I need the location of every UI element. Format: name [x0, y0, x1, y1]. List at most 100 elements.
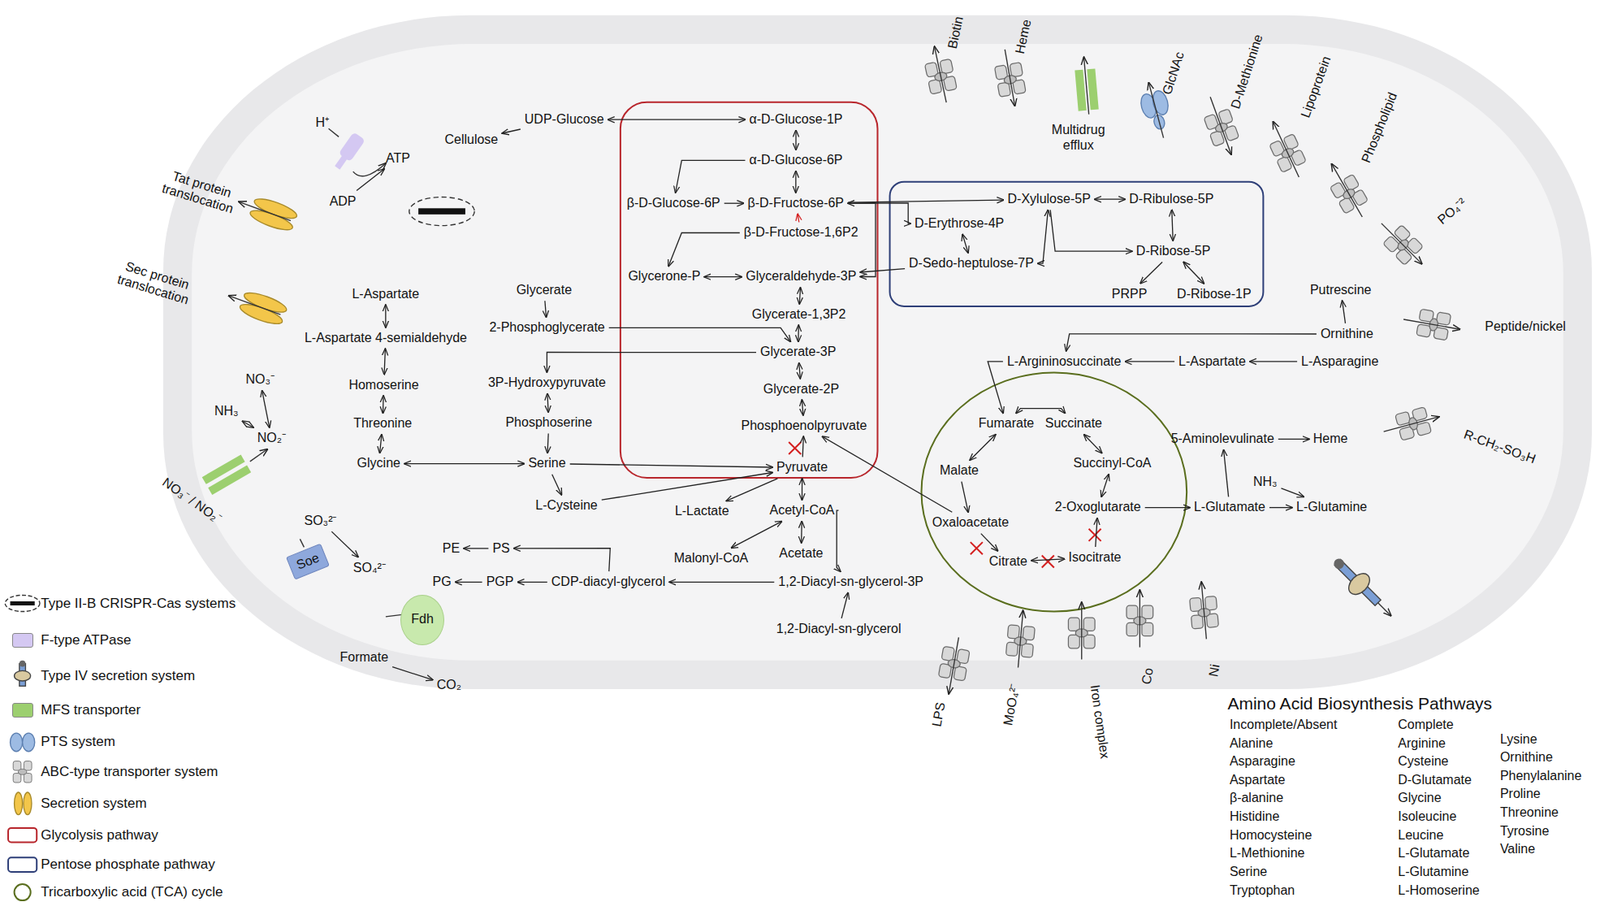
- metabolite-node: Glycerate-1,3P2: [750, 306, 848, 323]
- node-text: Fumarate: [978, 415, 1034, 430]
- node-text: L-Argininosuccinate: [1007, 354, 1122, 368]
- metabolite-node: L-Glutamine: [1294, 498, 1369, 515]
- table-cell: Incomplete/Absent: [1229, 717, 1338, 732]
- table-text: Amino Acid Biosynthesis Pathways: [1227, 693, 1492, 713]
- metabolite-node: Formate: [338, 648, 391, 666]
- metabolite-node: α-D-Glucose-1P: [747, 111, 844, 128]
- node-text: Glycerate-1,3P2: [752, 307, 847, 321]
- metabolite-node: 1,2-Diacyl-sn-glycerol-3P: [776, 573, 926, 590]
- metabolite-node: Succinyl-CoA: [1071, 454, 1153, 472]
- reaction-arrow: [822, 436, 953, 512]
- node-text: PE: [442, 540, 460, 555]
- table-text: Aspartate: [1229, 772, 1285, 787]
- table-cell: Cysteine: [1397, 753, 1449, 769]
- legend-entry: Glycolysis pathway: [40, 826, 159, 844]
- node-text: β-D-Glucose-6P: [627, 195, 721, 210]
- legend-text: Glycolysis pathway: [40, 826, 159, 843]
- node-text: Acetate: [778, 545, 823, 560]
- node-text: L-Glutamine: [1296, 499, 1367, 514]
- table-text: L-Glutamine: [1397, 864, 1469, 878]
- table-text: Leucine: [1397, 827, 1444, 842]
- metabolite-node: L-Lactate: [673, 502, 731, 519]
- table-text: L-Glutamate: [1397, 845, 1470, 860]
- reaction-arrow: [668, 233, 740, 267]
- legend-text: Type IV secretion system: [40, 667, 195, 684]
- reaction-arrow: [1278, 438, 1310, 440]
- metabolite-node: 2-Phosphoglycerate: [487, 319, 606, 336]
- reaction-arrow: [570, 463, 773, 468]
- metabolite-node: 1,2-Diacyl-sn-glycerol: [774, 620, 904, 637]
- table-cell: Lysine: [1500, 731, 1538, 747]
- reaction-arrow: [1342, 300, 1346, 324]
- reaction-arrow: [242, 420, 254, 428]
- reaction-arrow: [724, 203, 744, 204]
- reaction-arrow: [795, 171, 796, 193]
- metabolite-node: D-Erythrose-4P: [912, 215, 1006, 232]
- node-text: Glycerone-P: [627, 268, 701, 283]
- legend-text: Tricarboxylic acid (TCA) cycle: [40, 883, 223, 900]
- reaction-arrow: [1031, 558, 1065, 561]
- reaction-arrow: [1124, 360, 1175, 362]
- reaction-arrow: [501, 129, 521, 134]
- table-text: Glycine: [1397, 790, 1441, 805]
- node-text: 5-Aminolevulinate: [1171, 431, 1275, 446]
- node-text: PS: [492, 540, 510, 555]
- table-text: Cysteine: [1397, 753, 1449, 768]
- node-text: Fdh: [410, 611, 434, 627]
- metabolite-node: NH₃: [1251, 473, 1280, 490]
- reaction-arrow: [797, 324, 800, 342]
- label-text: Iron complex: [1088, 683, 1113, 760]
- node-text: Glyceraldehyde-3P: [745, 268, 857, 283]
- legend-swatch: [12, 632, 34, 648]
- metabolite-node: D-Ribose-1P: [1175, 285, 1254, 303]
- metabolite-node: β-D-Glucose-6P: [625, 194, 723, 212]
- reaction-arrow: [847, 203, 876, 277]
- node-text: Glycerate-3P: [760, 344, 836, 359]
- node-text: Glycerate-2P: [763, 381, 839, 396]
- reaction-arrow: [962, 234, 969, 254]
- metabolite-node: ATP: [384, 150, 412, 167]
- metabolite-node: NH₃: [212, 402, 241, 420]
- reaction-arrow: [675, 160, 746, 193]
- legend-text: F-type ATPase: [40, 631, 131, 648]
- reaction-arrow: [961, 481, 969, 513]
- legend-swatch: [12, 702, 34, 718]
- node-text: Ornithine: [1320, 326, 1374, 341]
- node-text: 2-Oxoglutarate: [1055, 499, 1142, 514]
- node-text: L-Lactate: [674, 503, 730, 518]
- reaction-arrow: [1084, 434, 1103, 454]
- node-text: Succinyl-CoA: [1072, 455, 1151, 470]
- metabolite-node: Succinate: [1043, 415, 1104, 432]
- reaction-arrow: [547, 393, 549, 413]
- metabolite-node: Citrate: [987, 553, 1030, 570]
- legend-text: Pentose phosphate pathway: [40, 856, 216, 872]
- metabolite-node: Heme: [1311, 430, 1350, 447]
- node-text: D-Ribose-5P: [1136, 243, 1211, 258]
- table-cell: Valine: [1500, 841, 1536, 857]
- table-cell: Asparagine: [1229, 753, 1296, 769]
- metabolite-node: Isocitrate: [1067, 549, 1124, 566]
- transporter-label: Multidrug efflux: [1037, 122, 1120, 153]
- label-text: Peptide/nickel: [1484, 319, 1566, 333]
- reaction-arrow: [1269, 506, 1293, 508]
- reaction-arrow: [514, 548, 611, 571]
- metabolite-node: L-Aspartate 4-semialdehyde: [302, 329, 469, 346]
- node-text: 3P-Hydroxypyruvate: [488, 375, 606, 390]
- reaction-arrow: [455, 581, 483, 583]
- reaction-arrow: [847, 199, 1004, 203]
- table-text: β-alanine: [1229, 790, 1284, 805]
- node-text: 1,2-Diacyl-sn-glycerol-3P: [778, 574, 924, 589]
- metabolite-node: L-Asparagine: [1299, 353, 1380, 370]
- metabolite-node: 5-Aminolevulinate: [1169, 430, 1276, 447]
- reaction-arrow: [1016, 408, 1065, 414]
- legend-text: MFS transporter: [40, 701, 141, 718]
- metabolite-node: Putrescine: [1308, 281, 1374, 299]
- node-text: D-Ribose-1P: [1176, 286, 1252, 301]
- node-text: Succinate: [1045, 415, 1103, 430]
- node-text: ATP: [385, 151, 411, 165]
- metabolite-node: Ornithine: [1318, 325, 1376, 342]
- reaction-arrow: [601, 472, 773, 501]
- enzyme-shape: Fdh: [400, 594, 445, 645]
